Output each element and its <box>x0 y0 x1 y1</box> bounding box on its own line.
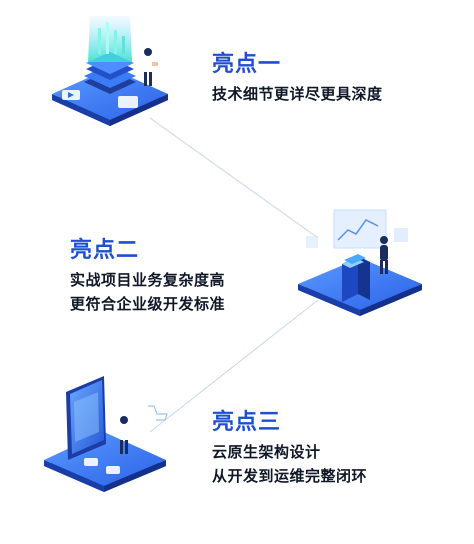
highlight-1-title: 亮点一 <box>212 52 282 77</box>
person-icon <box>144 48 158 86</box>
highlight-3-line-2: 从开发到运维完整闭环 <box>212 467 368 485</box>
highlight-2-title: 亮点二 <box>70 238 140 263</box>
highlight-3: 亮点三 云原生架构设计 从开发到运维完整闭环 <box>212 410 367 488</box>
kiosk-terminal-icon <box>342 254 370 302</box>
highlight-3-line-1: 云原生架构设计 <box>212 443 321 461</box>
connector-line-2 <box>149 299 319 433</box>
highlight-3-title: 亮点三 <box>212 410 282 435</box>
smartphone-icon <box>66 376 106 460</box>
highlight-2: 亮点二 实战项目业务复杂度高 更符合企业级开发标准 <box>70 238 225 316</box>
highlight-2-line-1: 实战项目业务复杂度高 <box>70 271 226 289</box>
shopping-cart-icon <box>84 405 168 474</box>
connector-line-1 <box>149 117 319 239</box>
person-icon <box>120 416 128 454</box>
kiosk-illustration <box>298 209 422 316</box>
highlight-1: 亮点一 技术细节更详尽更具深度 <box>212 52 383 106</box>
chart-screen-icon <box>306 209 408 249</box>
person-icon <box>380 236 388 274</box>
server-stack-illustration <box>52 16 168 126</box>
highlight-2-line-2: 更符合企业级开发标准 <box>70 295 226 313</box>
server-stack-icon <box>84 16 136 94</box>
smartphone-illustration <box>44 376 168 492</box>
highlight-1-line-1: 技术细节更详尽更具深度 <box>212 85 383 103</box>
